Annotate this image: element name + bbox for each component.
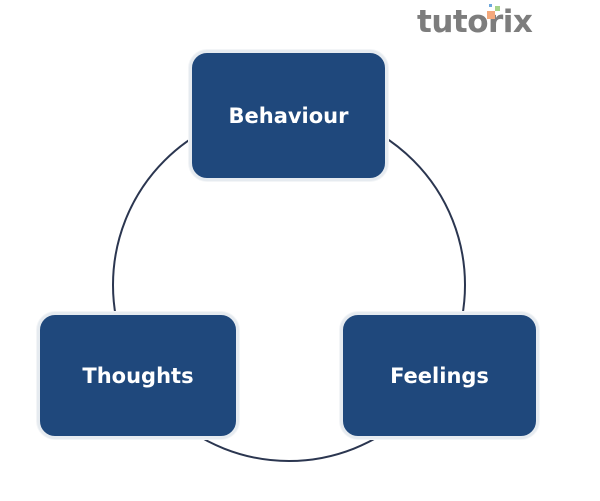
node-label: Feelings: [390, 363, 489, 388]
node-feelings: Feelings: [340, 312, 539, 439]
logo-dot-orange: [487, 11, 495, 19]
node-thoughts: Thoughts: [37, 312, 239, 439]
tutorix-logo: tutorix: [417, 4, 533, 40]
node-behaviour: Behaviour: [189, 50, 388, 181]
node-label: Behaviour: [228, 103, 349, 128]
logo-text: tutorix: [417, 4, 533, 40]
node-label: Thoughts: [82, 363, 194, 388]
logo-dot-blue: [489, 4, 492, 7]
logo-dot-green: [495, 6, 500, 11]
